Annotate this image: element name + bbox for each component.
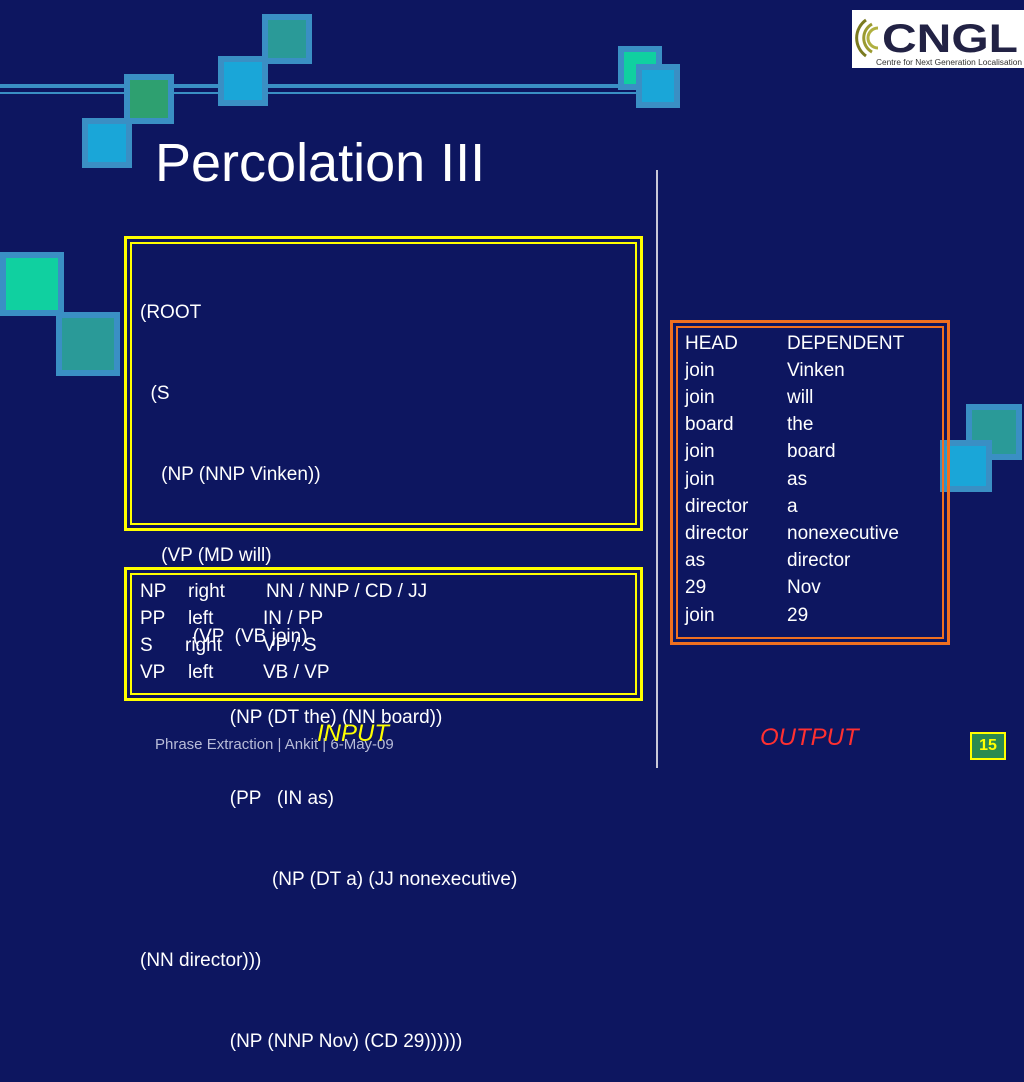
dependency-dependent: as xyxy=(787,469,808,490)
parse-tree-line: (NP (DT the) (NN board)) xyxy=(140,707,443,728)
rule-heads: VP / S xyxy=(263,635,317,656)
rule-heads: NN / NNP / CD / JJ xyxy=(266,581,428,602)
dependency-dependent: a xyxy=(787,496,798,517)
divider xyxy=(656,170,658,768)
dependency-head: as xyxy=(685,550,706,571)
parse-tree-line: (NP (NNP Vinken)) xyxy=(140,464,321,485)
decorative-square xyxy=(56,312,120,376)
dependency-head: join xyxy=(685,441,715,462)
cngl-logo: CNGL Centre for Next Generation Localisa… xyxy=(852,10,1024,68)
head-rules-box xyxy=(124,567,643,701)
dependency-dependent: board xyxy=(787,441,836,462)
column-header-dependent: DEPENDENT xyxy=(787,333,905,354)
parse-tree-line: (VP (MD will) xyxy=(140,545,272,566)
dependency-dependent: 29 xyxy=(787,605,809,626)
dependency-dependent: Vinken xyxy=(787,360,845,381)
output-label: OUTPUT xyxy=(760,724,859,751)
parse-tree-line: (NN director))) xyxy=(140,950,262,971)
dependency-head: 29 xyxy=(685,577,707,598)
dependency-dependent: Nov xyxy=(787,577,821,598)
decorative-square xyxy=(636,64,680,108)
rule-direction: right xyxy=(185,635,222,656)
rule-phrase: S xyxy=(140,635,153,656)
rule-direction: right xyxy=(188,581,225,602)
rule-phrase: NP xyxy=(140,581,167,602)
parse-tree-line: (NP (DT a) (JJ nonexecutive) xyxy=(140,869,518,890)
dependency-dependent: the xyxy=(787,414,814,435)
dependency-dependent: director xyxy=(787,550,851,571)
dependency-head: join xyxy=(685,605,715,626)
dependency-head: director xyxy=(685,496,749,517)
parse-tree-line: (ROOT xyxy=(140,302,202,323)
svg-text:Centre for Next Generation Loc: Centre for Next Generation Localisation xyxy=(876,58,1022,67)
rule-heads: IN / PP xyxy=(263,608,324,629)
dependency-head: join xyxy=(685,469,715,490)
rule-phrase: VP xyxy=(140,662,166,683)
dependency-head: director xyxy=(685,523,749,544)
cngl-logo-icon: CNGL Centre for Next Generation Localisa… xyxy=(855,17,1022,67)
dependency-dependent: will xyxy=(787,387,814,408)
parse-tree-line: (VP (VB join) xyxy=(140,626,308,647)
decorative-square xyxy=(82,118,132,168)
dependency-head: join xyxy=(685,387,715,408)
parse-tree-line: (PP (IN as) xyxy=(140,788,334,809)
footer-text: Phrase Extraction | Ankit | 6-May-09 xyxy=(155,736,394,753)
parse-tree-line: (S xyxy=(140,383,170,404)
decorative-square xyxy=(262,14,312,64)
rule-heads: VB / VP xyxy=(263,662,330,683)
parse-tree-line: (NP (NNP Nov) (CD 29)))))) xyxy=(140,1031,463,1052)
rule-phrase: PP xyxy=(140,608,166,629)
dependency-head: join xyxy=(685,360,715,381)
rule-direction: left xyxy=(188,608,214,629)
rule-direction: left xyxy=(188,662,214,683)
decorative-square xyxy=(218,56,268,106)
decorative-line xyxy=(0,84,640,88)
input-label: INPUT xyxy=(317,720,389,747)
decorative-square xyxy=(0,252,64,316)
dependency-dependent: nonexecutive xyxy=(787,523,899,544)
parse-tree-box xyxy=(124,236,643,531)
dependencies-box xyxy=(670,320,950,645)
decorative-square xyxy=(124,74,174,124)
column-header-head: HEAD xyxy=(685,333,738,354)
slide-title: Percolation III xyxy=(155,133,486,193)
dependency-head: board xyxy=(685,414,734,435)
page-number: 15 xyxy=(970,732,1006,760)
svg-text:CNGL: CNGL xyxy=(882,17,1018,61)
decorative-line xyxy=(0,92,640,94)
